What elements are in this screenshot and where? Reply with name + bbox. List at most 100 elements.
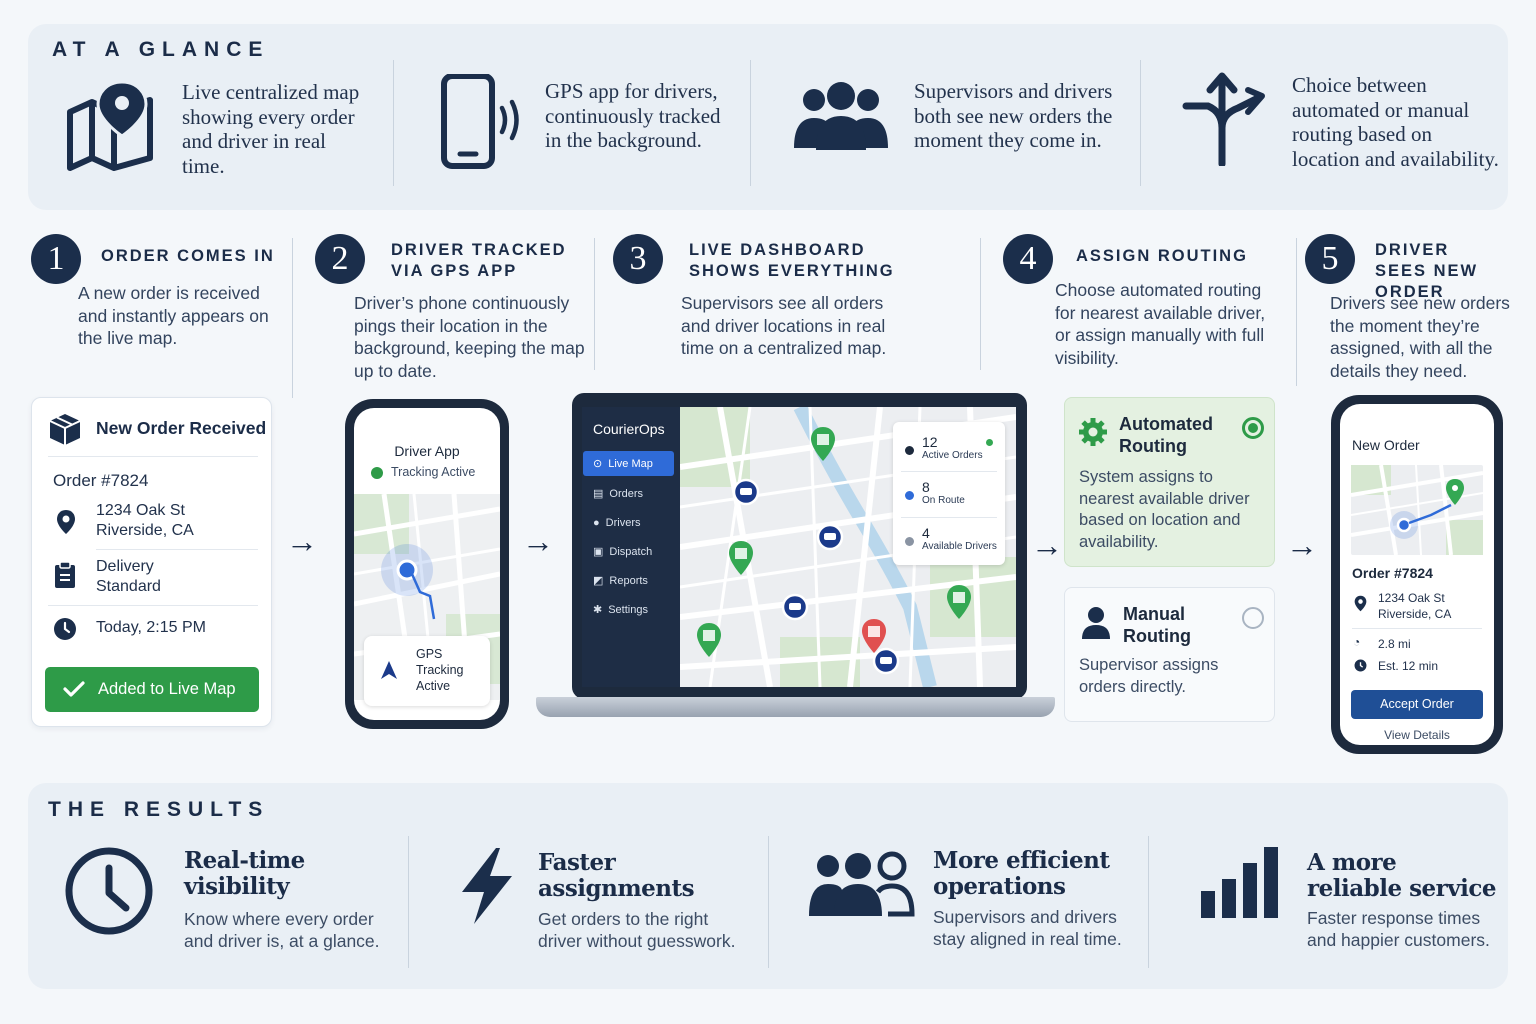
- glance-text-4: Choice between automated or manual routi…: [1292, 73, 1499, 171]
- result-2-title-line1: Faster: [538, 849, 616, 876]
- order-time: Today, 2:15 PM: [96, 619, 206, 636]
- driver-order-phone: New Order Order #7824 1234 Oak St Rivers…: [1331, 395, 1503, 754]
- distance: 2.8 mi: [1378, 637, 1411, 651]
- address-line1: 1234 Oak St: [96, 502, 185, 519]
- flow-arrow-3: →: [1031, 527, 1063, 563]
- manual-routing-option[interactable]: Manual Routing Supervisor assigns orders…: [1064, 587, 1275, 722]
- driver-marker[interactable]: [872, 647, 900, 675]
- glance-text-2: GPS app for drivers, continuously tracke…: [545, 79, 721, 152]
- status-dot: [371, 467, 383, 479]
- driver-phone: Driver App Tracking Active GPS Tracking …: [345, 399, 509, 729]
- nav-live-map[interactable]: ⊙Live Map: [583, 451, 674, 476]
- reports-icon: ◩: [593, 575, 604, 587]
- gear-icon: ✱: [593, 604, 603, 616]
- gps-line3: Active: [416, 679, 451, 693]
- order-pin-green[interactable]: [811, 427, 835, 461]
- nav-reports[interactable]: ◩ Reports: [583, 568, 674, 593]
- order-mini-map: [1351, 465, 1483, 555]
- divider: [408, 836, 409, 968]
- result-4-desc: Faster response times and happier custom…: [1307, 908, 1490, 950]
- flow-arrow-1: →: [286, 523, 318, 559]
- new-order-title: New Order: [1352, 437, 1420, 453]
- laptop-base: [536, 697, 1055, 717]
- result-4-title-line2: reliable service: [1307, 875, 1497, 902]
- nav-label: Orders: [609, 487, 644, 500]
- divider: [96, 549, 258, 550]
- radio-unselected[interactable]: [1242, 607, 1264, 629]
- clock-icon: [54, 618, 76, 640]
- result-3-title-line1: More efficient: [933, 847, 1110, 874]
- driver-marker[interactable]: [816, 523, 844, 551]
- result-2-desc: Get orders to the right driver without g…: [538, 909, 736, 951]
- clipboard-icon: [55, 561, 75, 588]
- divider: [393, 60, 394, 186]
- accept-order-button[interactable]: Accept Order: [1351, 690, 1483, 719]
- users-group-icon: [794, 82, 888, 150]
- divider: [901, 471, 997, 472]
- driver-address-line2: Riverside, CA: [1378, 607, 1452, 621]
- automated-routing-option[interactable]: Automated Routing System assigns to near…: [1064, 397, 1275, 567]
- step-3-desc: Supervisors see all orders and driver lo…: [681, 293, 887, 358]
- result-1-title-line2: visibility: [184, 873, 290, 900]
- navigation-arrow-icon: [381, 661, 397, 679]
- stat-value: 4: [922, 525, 930, 541]
- nav-settings[interactable]: ✱ Settings: [583, 597, 674, 622]
- driver-icon: ●: [593, 516, 600, 529]
- driver-marker[interactable]: [732, 478, 760, 506]
- results-heading: THE RESULTS: [48, 798, 270, 821]
- active-orders-dot: [905, 446, 914, 455]
- view-details-link[interactable]: View Details: [1384, 728, 1450, 742]
- divider: [1296, 238, 1297, 386]
- divider: [1140, 60, 1141, 186]
- nav-orders[interactable]: ▤Orders: [583, 481, 674, 506]
- step-4-title: ASSIGN ROUTING: [1076, 247, 1248, 265]
- on-route-dot: [905, 491, 914, 500]
- stat-label: On Route: [922, 495, 965, 506]
- driver-marker[interactable]: [781, 593, 809, 621]
- step-4-desc: Choose automated routing for nearest ava…: [1055, 280, 1266, 368]
- stat-label: Available Drivers: [922, 541, 997, 552]
- added-to-map-button[interactable]: Added to Live Map: [45, 667, 259, 712]
- dashboard-brand: CourierOps: [593, 421, 665, 437]
- lightning-bolt-icon: [462, 848, 512, 924]
- order-pin-green[interactable]: [947, 585, 971, 619]
- dispatch-icon: ▣: [593, 546, 604, 558]
- gear-icon: [1079, 418, 1107, 446]
- step-1-badge: 1: [31, 234, 81, 284]
- person-icon: [1082, 607, 1110, 639]
- flow-arrow-4: →: [1286, 527, 1318, 563]
- step-4-badge: 4: [1003, 234, 1053, 284]
- glance-panel: [28, 24, 1508, 210]
- order-pin-green[interactable]: [697, 623, 721, 657]
- glance-heading: AT A GLANCE: [52, 38, 270, 61]
- divider: [1148, 836, 1149, 968]
- divider: [901, 517, 997, 518]
- order-pin-red[interactable]: [862, 619, 886, 653]
- order-pin-green[interactable]: [729, 541, 753, 575]
- nav-label: Reports: [609, 574, 648, 587]
- result-1-title-line1: Real-time: [184, 847, 305, 874]
- flow-arrow-2: →: [522, 523, 554, 559]
- clock-icon: [65, 847, 153, 935]
- step-3-badge: 3: [613, 234, 663, 284]
- gps-line2: Tracking: [416, 663, 464, 677]
- step-1-desc: A new order is received and instantly ap…: [78, 283, 269, 348]
- eta: Est. 12 min: [1378, 659, 1439, 673]
- driver-address-line1: 1234 Oak St: [1378, 591, 1445, 605]
- radio-selected[interactable]: [1242, 417, 1264, 439]
- nav-dispatch[interactable]: ▣Dispatch: [583, 539, 674, 564]
- automated-routing-desc: System assigns to nearest available driv…: [1079, 468, 1250, 551]
- nav-drivers[interactable]: ●Drivers: [583, 510, 674, 535]
- step-5-desc: Drivers see new orders the moment they’r…: [1330, 293, 1510, 381]
- manual-routing-desc: Supervisor assigns orders directly.: [1079, 656, 1219, 696]
- nav-label: Settings: [608, 603, 648, 616]
- added-to-map-label: Added to Live Map: [98, 680, 236, 698]
- divider: [768, 836, 769, 968]
- divider: [1352, 628, 1482, 629]
- glance-text-3: Supervisors and drivers both see new ord…: [914, 79, 1113, 152]
- speed-icon: ◔: [1353, 635, 1361, 649]
- result-3-desc: Supervisors and drivers stay aligned in …: [933, 907, 1122, 949]
- bar-chart-icon: [1201, 847, 1278, 918]
